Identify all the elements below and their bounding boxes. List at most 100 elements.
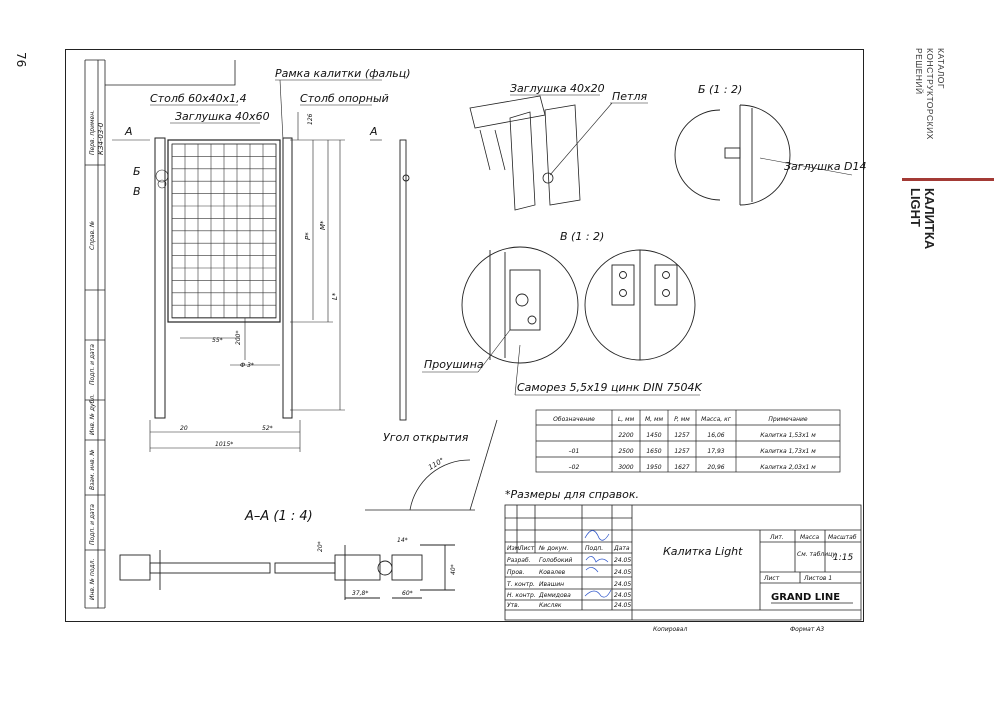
dim-P: Р* bbox=[304, 232, 312, 240]
dim-40: 40* bbox=[450, 564, 457, 575]
spec-table-cell: 1257 bbox=[674, 448, 689, 455]
spec-table-cell: Калитка 2,03х1 м bbox=[760, 464, 816, 471]
spec-table-header: Масса, кг bbox=[701, 416, 732, 423]
side-stamp-labels: Перв. примен. КЗ4-03-0 Справ. № Подп. и … bbox=[89, 110, 105, 600]
spec-table-header: L, мм bbox=[618, 416, 635, 423]
top-tab bbox=[105, 60, 236, 86]
label-note: *Размеры для справок. bbox=[505, 488, 639, 501]
stamp-first-use: Перв. примен. bbox=[89, 110, 96, 155]
title-block-col-head: № докум. bbox=[538, 545, 569, 552]
title-block-col-head: Изм. bbox=[507, 545, 521, 552]
dim-20b: 20* bbox=[317, 541, 324, 552]
label-opening-angle: Угол открытия bbox=[383, 431, 469, 444]
label-view-v: В (1 : 2) bbox=[560, 230, 604, 243]
section-title-line-2: LIGHT bbox=[908, 188, 923, 227]
title-block-sheets: Листов 1 bbox=[803, 575, 832, 582]
title-block-mass: Масса bbox=[800, 534, 819, 541]
label-cap-40x60: Заглушка 40х60 bbox=[175, 110, 270, 123]
spec-table-header: P, мм bbox=[674, 416, 690, 423]
dim-1015: 1015* bbox=[215, 441, 233, 448]
label-eyelet: Проушина bbox=[424, 358, 484, 371]
spec-table-grid bbox=[535, 409, 841, 473]
label-cap-d14: Заглушка D14 bbox=[784, 160, 867, 173]
stamp-ref-no: Справ. № bbox=[89, 221, 96, 250]
title-block-role: Т. контр. bbox=[507, 581, 535, 588]
marker-a-right: А bbox=[369, 125, 378, 138]
stamp-orig-inv: Инв. № подл. bbox=[89, 559, 96, 600]
section-title-line-1: КАЛИТКА bbox=[922, 188, 937, 250]
dim-52: 52* bbox=[262, 425, 273, 432]
catalog-line-3: РЕШЕНИЙ bbox=[914, 48, 924, 95]
spec-table-cell: 2200 bbox=[618, 432, 633, 439]
title-block-person: Демидова bbox=[538, 592, 571, 599]
catalog-line-1: КАТАЛОГ bbox=[936, 48, 946, 90]
title-block-scale: Масштаб bbox=[828, 534, 857, 541]
label-cap-40x20: Заглушка 40х20 bbox=[510, 82, 605, 95]
stamp-code: КЗ4-03-0 bbox=[97, 122, 105, 155]
title-block-mass-value: См. таблицу bbox=[797, 551, 836, 558]
title-block-scale-value: 1:15 bbox=[833, 553, 853, 563]
section-aa-drawing bbox=[119, 544, 455, 600]
company-logo: GRAND LINE bbox=[771, 592, 840, 603]
title-block-role: Н. контр. bbox=[507, 592, 536, 599]
stamp-repl-inv: Взам. инв. № bbox=[89, 449, 96, 490]
spec-table-cell: 16,06 bbox=[707, 432, 724, 439]
catalog-label: КАТАЛОГ КОНСТРУКТОРСКИХ РЕШЕНИЙ bbox=[902, 48, 952, 168]
label-hinge: Петля bbox=[612, 90, 647, 103]
dim-126: 126 bbox=[307, 113, 314, 125]
spec-table-cell: Калитка 1,53х1 м bbox=[760, 432, 816, 439]
title-block-date: 24.05 bbox=[614, 592, 631, 599]
title-block-grid bbox=[504, 504, 862, 621]
signatures bbox=[584, 530, 612, 598]
spec-table-cell: 2500 bbox=[618, 448, 633, 455]
spec-table-cell: 1950 bbox=[646, 464, 661, 471]
dimension-lines bbox=[112, 112, 382, 452]
dim-L: L* bbox=[331, 292, 339, 300]
opening-angle-diagram bbox=[365, 419, 498, 511]
title-block-lit: Лит. bbox=[769, 534, 784, 541]
title-block-role: Утв. bbox=[507, 602, 520, 609]
spec-table-cell: 1450 bbox=[646, 432, 661, 439]
front-view-labels: Рамка калитки (фальц) Столб 60х40х1,4 Ст… bbox=[124, 67, 411, 448]
title-block-role: Разраб. bbox=[507, 557, 531, 564]
side-stamp bbox=[84, 59, 106, 609]
dim-37-8: 37,8* bbox=[352, 590, 368, 597]
dim-55: 55* bbox=[212, 337, 223, 344]
title-block-col-head: Дата bbox=[613, 545, 630, 552]
hinge-labels: Заглушка 40х20 Петля Б (1 : 2) bbox=[510, 82, 742, 176]
title-block-date: 24.05 bbox=[614, 557, 631, 564]
copied-label: Копировал bbox=[653, 626, 687, 633]
cap-d14-leader bbox=[759, 157, 853, 176]
label-view-b: Б (1 : 2) bbox=[698, 83, 742, 96]
label-screw: Саморез 5,5х19 цинк DIN 7504K bbox=[517, 381, 702, 394]
section-aa-dims: 14* 20* 40* 37,8* 60* bbox=[317, 537, 457, 597]
spec-table-cell: 1650 bbox=[646, 448, 661, 455]
view-b-detail bbox=[674, 104, 791, 206]
spec-table-cell: 1627 bbox=[674, 464, 689, 471]
title-block-col-head: Лист bbox=[518, 545, 535, 552]
label-post-support: Столб опорный bbox=[300, 92, 389, 105]
section-accent-bar bbox=[902, 178, 994, 181]
spec-table-cell: –01 bbox=[569, 448, 580, 455]
title-block-person: Кисляк bbox=[539, 602, 562, 609]
title-block-date: 24.05 bbox=[614, 569, 631, 576]
title-block-person: Ивашин bbox=[539, 581, 564, 588]
stamp-dup-inv: Инв. № дубл. bbox=[89, 394, 96, 435]
marker-a-left: А bbox=[124, 125, 133, 138]
label-post-60x40: Столб 60х40х1,4 bbox=[150, 92, 247, 105]
title-block-col-head: Подп. bbox=[585, 545, 603, 552]
gate-mesh bbox=[171, 143, 277, 318]
marker-b: Б bbox=[133, 165, 141, 178]
spec-table-cell: 17,93 bbox=[707, 448, 724, 455]
spec-table-cell: –02 bbox=[569, 464, 580, 471]
spec-table-cell: 20,96 bbox=[707, 464, 724, 471]
spec-table-cell: 3000 bbox=[618, 464, 633, 471]
label-section-aa: А–А (1 : 4) bbox=[244, 509, 313, 524]
gate-side-view bbox=[399, 139, 410, 421]
dim-phi3: Ф 3* bbox=[240, 362, 254, 369]
title-block-date: 24.05 bbox=[614, 581, 631, 588]
dim-14: 14* bbox=[397, 537, 408, 544]
view-v-labels: Проушина Саморез 5,5х19 цинк DIN 7504K bbox=[422, 329, 702, 396]
